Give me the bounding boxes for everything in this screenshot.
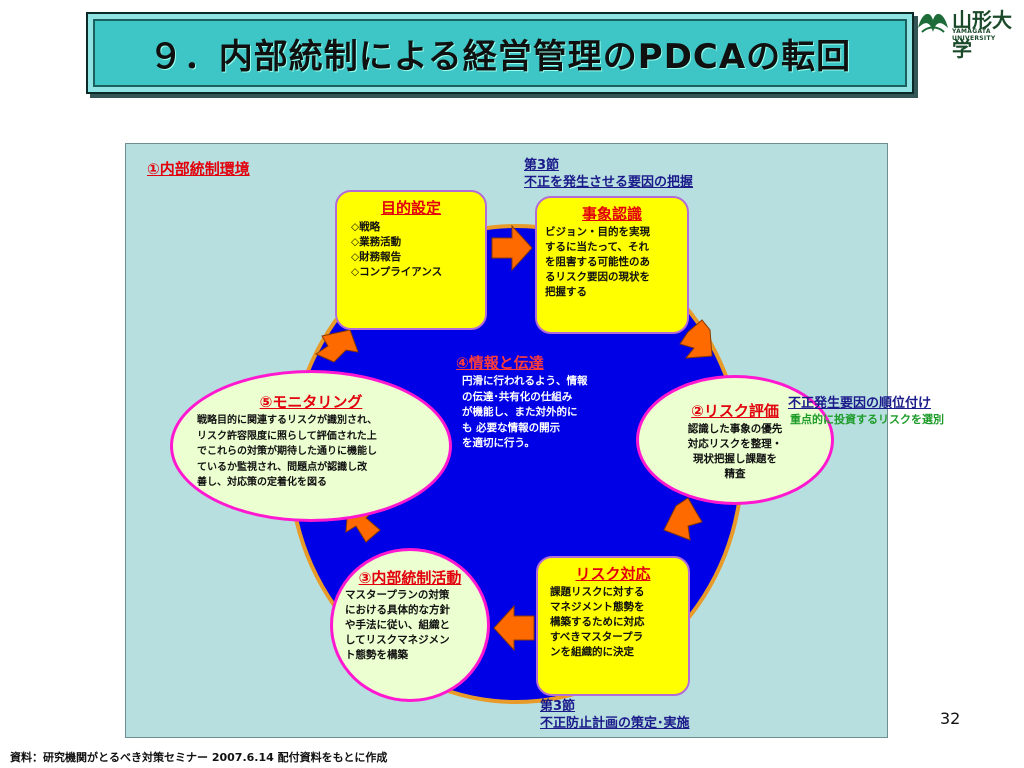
monitoring-title: ⑤モニタリング (259, 393, 363, 411)
information-title: ④情報と伝達 (456, 354, 544, 372)
event-line: を阻害する可能性のあ (545, 256, 650, 268)
assessment-line: 対応リスクを整理・ (687, 438, 783, 450)
event-line: ビジョン・目的を実現 (545, 226, 650, 238)
section-note-bottom: 第3節 不正防止計画の策定･実施 (540, 698, 690, 732)
title-banner: ９．内部統制による経営管理のPDCAの転回 (86, 12, 914, 94)
response-line: 構築するために対応 (550, 616, 645, 628)
event-line: するに当たって、それ (545, 241, 649, 253)
information-line: の伝達･共有化の仕組み (462, 390, 573, 403)
side-note-subtitle: 重点的に投資するリスクを選別 (790, 413, 944, 426)
section-note-top: 第3節 不正を発生させる要因の把握 (524, 157, 693, 191)
assessment-line: 認識した事象の優先 (687, 423, 783, 435)
activity-line: ト態勢を構築 (345, 649, 408, 661)
university-logo-icon (918, 13, 948, 33)
response-title: リスク対応 (575, 565, 651, 583)
assessment-ellipse: ②リスク評価 認識した事象の優先 対応リスクを整理・ 現状把握し課題を 精査 (636, 375, 834, 505)
arrow-objective-to-event (491, 224, 533, 272)
monitoring-line: リスク許容限度に照らして評価された上 (197, 430, 377, 442)
information-line: も 必要な情報の開示 (462, 421, 561, 434)
event-text: ビジョン・目的を実現 するに当たって、それ を阻害する可能性のあ るリスク要因の… (545, 225, 687, 300)
page-title: ９．内部統制による経営管理のPDCAの転回 (148, 36, 852, 77)
assessment-line: 精査 (724, 468, 746, 480)
objective-item: ◇コンプライアンス (351, 266, 443, 278)
university-logo: 山形大学 YAMAGATA UNIVERSITY (916, 4, 1022, 61)
arrow-monitoring-to-objective (314, 329, 359, 363)
logo-name-jp: 山形大学 (952, 8, 1012, 61)
arrow-assessment-to-response (663, 497, 703, 541)
assessment-text: 認識した事象の優先 対応リスクを整理・ 現状把握し課題を 精査 (639, 422, 831, 482)
activity-line: や手法に従い、組織と (345, 619, 450, 631)
event-line: るリスク要因の現状を (545, 271, 650, 283)
assessment-line: 現状把握し課題を (693, 453, 777, 465)
section-note-bottom-line2: 不正防止計画の策定･実施 (540, 716, 690, 731)
section-note-top-line2: 不正を発生させる要因の把握 (524, 175, 694, 190)
activity-line: マスタープランの対策 (345, 589, 450, 601)
objective-item: ◇財務報告 (351, 251, 402, 263)
objective-items: ◇戦略 ◇業務活動 ◇財務報告 ◇コンプライアンス (351, 220, 485, 280)
arrow-response-to-activity (493, 604, 535, 652)
monitoring-text: 戦略目的に関連するリスクが識別され、 リスク許容限度に照らして評価された上 でこ… (197, 413, 449, 491)
monitoring-line: でこれらの対策が期待した通りに機能し (197, 446, 377, 457)
section-note-top-line1: 第3節 (524, 158, 560, 173)
response-line: 課題リスクに対する (550, 586, 645, 598)
objective-box: 目的設定 ◇戦略 ◇業務活動 ◇財務報告 ◇コンプライアンス (335, 190, 487, 330)
activity-line: における具体的な方針 (345, 604, 450, 616)
activity-title: ③内部統制活動 (358, 569, 462, 587)
information-text: 円滑に行われるよう、情報 の伝達･共有化の仕組み が機能し、また対外的に も 必… (462, 374, 622, 452)
side-note-title: 不正発生要因の順位付け (788, 396, 932, 411)
event-line: 把握する (545, 286, 587, 298)
response-line: マネジメント態勢を (550, 601, 645, 613)
source-note: 資料：研究機関がとるべき対策セミナー 2007.6.14 配付資料をもとに作成 (10, 751, 388, 764)
activity-text: マスタープランの対策 における具体的な方針 や手法に従い、組織と してリスクマネ… (345, 588, 487, 663)
monitoring-line: ているか監視され、問題点が認識し改 (197, 461, 368, 473)
monitoring-ellipse: ⑤モニタリング 戦略目的に関連するリスクが識別され、 リスク許容限度に照らして評… (170, 370, 452, 522)
objective-item: ◇業務活動 (351, 236, 402, 248)
monitoring-line: 戦略目的に関連するリスクが識別され、 (197, 415, 378, 426)
page-number: 32 (940, 709, 961, 728)
event-title: 事象認識 (581, 205, 642, 223)
monitoring-line: 善し、対応策の定着化を図る (197, 477, 327, 488)
objective-title: 目的設定 (380, 199, 441, 217)
information-line: 円滑に行われるよう、情報 (462, 375, 588, 387)
environment-label: ①内部統制環境 (147, 160, 250, 178)
section-note-bottom-line1: 第3節 (540, 699, 576, 714)
response-text: 課題リスクに対する マネジメント態勢を 構築するために対応 すべきマスタープラ … (550, 585, 688, 660)
arrow-event-to-assessment (679, 319, 713, 359)
logo-name-en: YAMAGATA UNIVERSITY (952, 28, 996, 42)
assessment-title: ②リスク評価 (691, 402, 779, 420)
event-box: 事象認識 ビジョン・目的を実現 するに当たって、それ を阻害する可能性のあ るリ… (535, 196, 689, 334)
information-line: を適切に行う。 (462, 437, 535, 449)
response-line: ンを組織的に決定 (550, 646, 634, 658)
activity-line: してリスクマネジメン (345, 634, 450, 646)
objective-item: ◇戦略 (351, 221, 381, 233)
response-box: リスク対応 課題リスクに対する マネジメント態勢を 構築するために対応 すべきマ… (536, 556, 690, 696)
activity-ellipse: ③内部統制活動 マスタープランの対策 における具体的な方針 や手法に従い、組織と… (330, 548, 490, 702)
information-line: が機能し、また対外的に (462, 406, 578, 418)
response-line: すべきマスタープラ (550, 631, 644, 643)
